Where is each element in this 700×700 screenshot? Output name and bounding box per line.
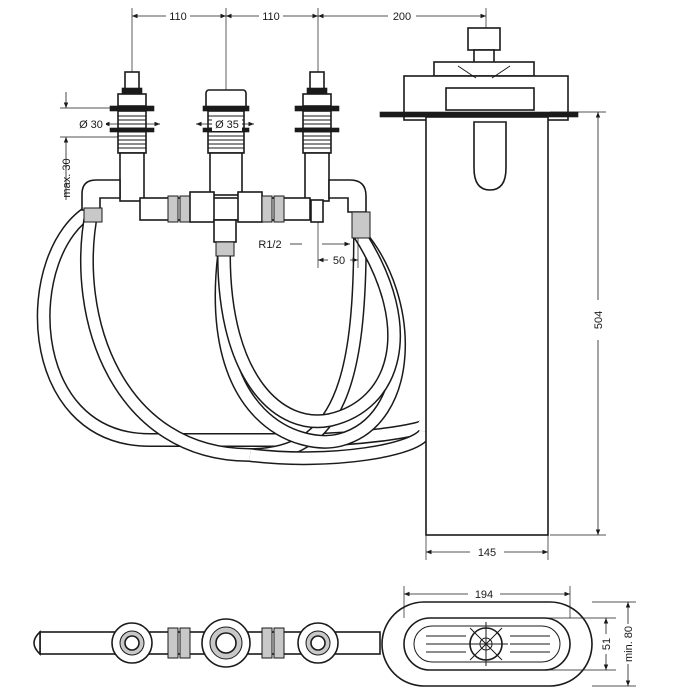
left-valve — [81, 71, 155, 211]
flexible-hoses — [36, 203, 432, 466]
bath-spout — [379, 27, 579, 536]
plan-view-valves — [33, 618, 381, 668]
dim-label-spout-width: 145 — [478, 547, 496, 559]
dim-label-spacing-right: 110 — [262, 11, 280, 23]
dim-label-spout-height: 504 — [593, 311, 605, 329]
center-outlet — [202, 89, 250, 196]
manifold-pipe — [83, 191, 371, 257]
dim-label-thread-offset: 50 — [333, 255, 345, 267]
dim-label-diameter-valve: Ø 30 — [79, 119, 103, 131]
dimension-labels: 110 110 200 Ø 30 Ø 35 max. 30 R1/2 50 50… — [61, 9, 635, 664]
dim-label-max-thickness: max. 30 — [61, 158, 73, 197]
dim-label-plate-min: min. 80 — [623, 626, 635, 662]
plan-view-spout-plate — [381, 601, 593, 687]
dim-label-plate-length: 194 — [475, 589, 493, 601]
dim-label-plate-height: 51 — [601, 638, 613, 650]
right-valve — [294, 71, 367, 223]
dim-label-diameter-outlet: Ø 35 — [215, 119, 239, 131]
plan-view-dimensions — [403, 586, 636, 687]
dim-label-spacing-left: 110 — [169, 11, 187, 23]
dim-label-offset-spout: 200 — [393, 11, 411, 23]
dim-label-thread: R1/2 — [258, 239, 281, 251]
